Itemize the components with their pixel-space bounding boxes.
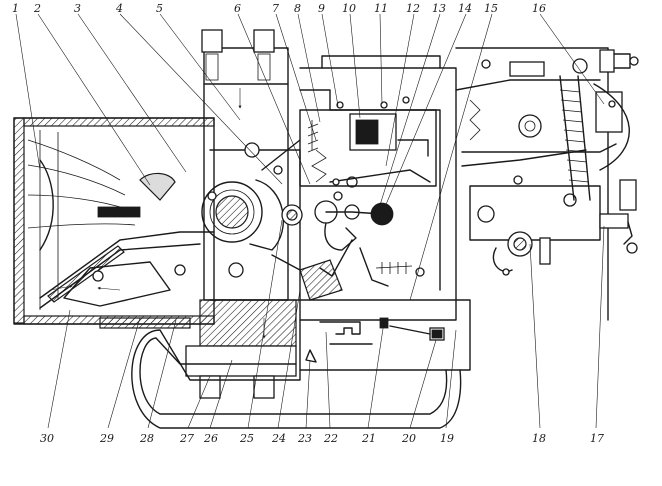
callout-numbers-bottom: 30 29 28 27 26 25 24 23 22 21 20 19 18 1… — [40, 432, 604, 445]
moving-contact-arm — [39, 231, 215, 329]
callout-leaders — [15, 13, 605, 429]
callout-10: 10 — [342, 2, 356, 15]
callout-19: 19 — [440, 432, 454, 445]
callout-4: 4 — [115, 2, 123, 15]
callout-23: 23 — [297, 432, 312, 445]
closing-spring-drive — [455, 47, 639, 321]
callout-28: 28 — [139, 432, 154, 445]
callout-26: 26 — [203, 432, 218, 445]
arc-chute — [13, 117, 215, 325]
callout-1: 1 — [12, 2, 19, 15]
callout-3: 3 — [74, 2, 81, 15]
callout-16: 16 — [532, 2, 546, 15]
callout-8: 8 — [294, 2, 301, 15]
callout-9: 9 — [318, 2, 325, 15]
callout-7: 7 — [272, 2, 279, 15]
callout-18: 18 — [532, 432, 546, 445]
callout-21: 21 — [361, 432, 376, 445]
callout-14: 14 — [458, 2, 472, 15]
callout-12: 12 — [406, 2, 420, 15]
callout-27: 27 — [179, 432, 194, 445]
callout-5: 5 — [156, 2, 163, 15]
callout-17: 17 — [590, 432, 604, 445]
callout-29: 29 — [99, 432, 114, 445]
callout-30: 30 — [40, 432, 54, 445]
callout-numbers-top: 1 2 3 4 5 6 7 8 9 10 11 12 13 14 15 16 — [12, 2, 546, 15]
callout-20: 20 — [401, 432, 416, 445]
callout-22: 22 — [323, 432, 338, 445]
main-shaft — [201, 139, 303, 278]
callout-15: 15 — [484, 2, 498, 15]
callout-24: 24 — [271, 432, 286, 445]
callout-11: 11 — [374, 2, 388, 15]
callout-13: 13 — [432, 2, 446, 15]
release-unit — [299, 96, 437, 187]
callout-25: 25 — [239, 432, 254, 445]
callout-6: 6 — [234, 2, 241, 15]
callout-2: 2 — [33, 2, 41, 15]
